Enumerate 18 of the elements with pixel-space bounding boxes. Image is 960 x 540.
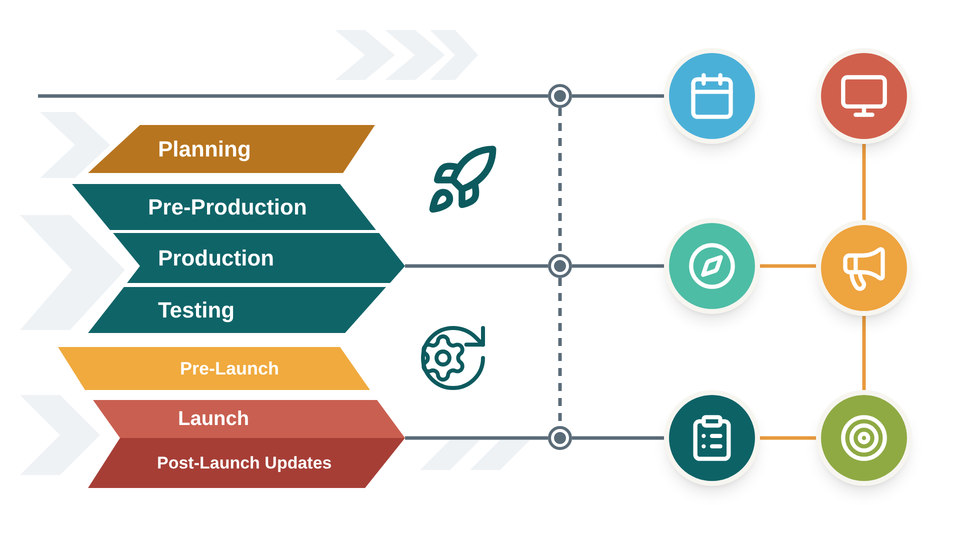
stage-label: Pre-Launch — [180, 357, 280, 380]
stage-label: Planning — [158, 136, 251, 164]
connector-line — [572, 264, 664, 268]
stage-label: Production — [158, 244, 274, 272]
connector-line — [862, 144, 866, 220]
stage-label: Pre-Production — [148, 194, 307, 222]
connector-line — [405, 436, 548, 440]
connector-line — [405, 264, 548, 268]
stage-label: Post-Launch Updates — [157, 452, 332, 474]
stage-label: Launch — [178, 407, 250, 432]
stage-label: Testing — [158, 296, 235, 324]
connector-line — [760, 436, 816, 440]
connector-line — [760, 264, 816, 268]
connector-line — [572, 436, 664, 440]
connector-line — [862, 316, 866, 390]
dashed-connector — [558, 108, 562, 254]
connector-line — [38, 94, 548, 98]
connector-line — [572, 94, 664, 98]
